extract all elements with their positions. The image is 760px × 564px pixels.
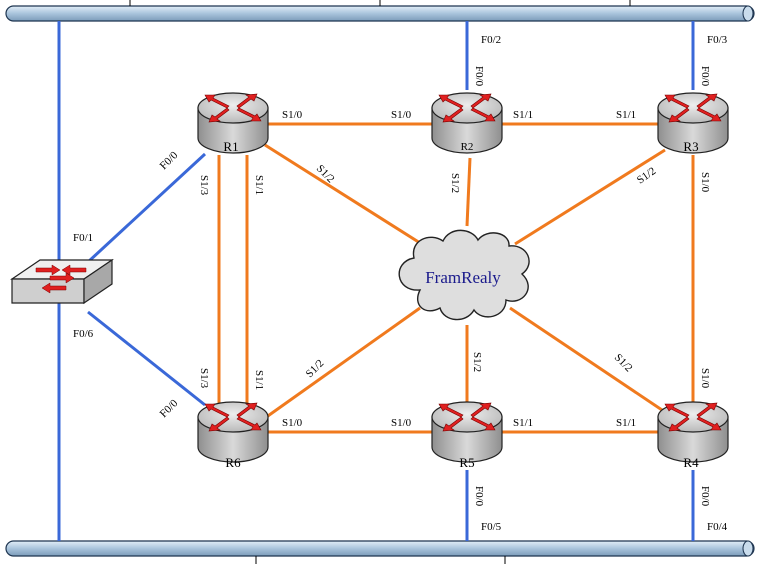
label-r1-f00: F0/0 bbox=[158, 149, 181, 172]
router-name-r5: R5 bbox=[459, 455, 474, 470]
cloud-label: FramRealy bbox=[425, 268, 501, 287]
link-r6-cloud bbox=[264, 306, 421, 420]
label-r5-f05: F0/5 bbox=[481, 521, 502, 533]
router-name-r4: R4 bbox=[683, 455, 699, 470]
label-r2-f00: F0/0 bbox=[473, 66, 485, 87]
label-r4-s10: S1/0 bbox=[699, 368, 711, 389]
label-r4-f00: F0/0 bbox=[699, 486, 711, 507]
label-r5-f00: F0/0 bbox=[473, 486, 485, 507]
label-r3-f00: F0/0 bbox=[699, 66, 711, 87]
label-switch-f06: F0/6 bbox=[73, 328, 94, 340]
label-r5-s12: S1/2 bbox=[471, 352, 483, 372]
top-bus-bar bbox=[5, 0, 755, 22]
label-r2-s12: S1/2 bbox=[449, 173, 461, 193]
cloud-icon bbox=[398, 229, 530, 321]
label-r3-s11: S1/1 bbox=[616, 109, 636, 121]
router-name-r2: R2 bbox=[461, 141, 474, 153]
link-switch-r1 bbox=[86, 152, 207, 264]
label-r6-f00: F0/0 bbox=[158, 397, 181, 420]
label-r6-s11: S1/1 bbox=[253, 370, 265, 390]
link-r4-cloud bbox=[509, 306, 666, 414]
router-name-r3: R3 bbox=[683, 139, 698, 154]
label-r2-s10: S1/0 bbox=[391, 109, 412, 121]
label-r1-s10: S1/0 bbox=[282, 109, 303, 121]
label-r2-s11: S1/1 bbox=[513, 109, 533, 121]
label-r6-s13: S1/3 bbox=[198, 368, 210, 389]
label-r1-s11: S1/1 bbox=[253, 175, 265, 195]
link-r3-cloud bbox=[514, 148, 666, 246]
switch-icon bbox=[10, 258, 114, 305]
link-r2-cloud bbox=[465, 157, 472, 227]
label-r4-s12: S1/2 bbox=[612, 352, 635, 375]
router-name-r6: R6 bbox=[225, 455, 241, 470]
label-r5-s11: S1/1 bbox=[513, 417, 533, 429]
bottom-bus-bar bbox=[5, 540, 755, 564]
label-r3-f03: F0/3 bbox=[707, 34, 728, 46]
label-r5-s10: S1/0 bbox=[391, 417, 412, 429]
label-r4-s11: S1/1 bbox=[616, 417, 636, 429]
label-r1-s13: S1/3 bbox=[198, 175, 210, 196]
label-r4-f04: F0/4 bbox=[707, 521, 728, 533]
router-r4-icon bbox=[657, 401, 729, 463]
router-r5-icon bbox=[431, 401, 503, 463]
label-r6-s10: S1/0 bbox=[282, 417, 303, 429]
label-r1-s12: S1/2 bbox=[314, 163, 337, 186]
link-r1-cloud bbox=[264, 143, 429, 250]
link-switch-r6 bbox=[87, 310, 206, 407]
router-r6-icon bbox=[197, 401, 269, 463]
router-name-r1: R1 bbox=[223, 139, 238, 154]
label-r3-s10: S1/0 bbox=[699, 172, 711, 193]
label-r2-f02: F0/2 bbox=[481, 34, 501, 46]
label-switch-f01: F0/1 bbox=[73, 232, 93, 244]
